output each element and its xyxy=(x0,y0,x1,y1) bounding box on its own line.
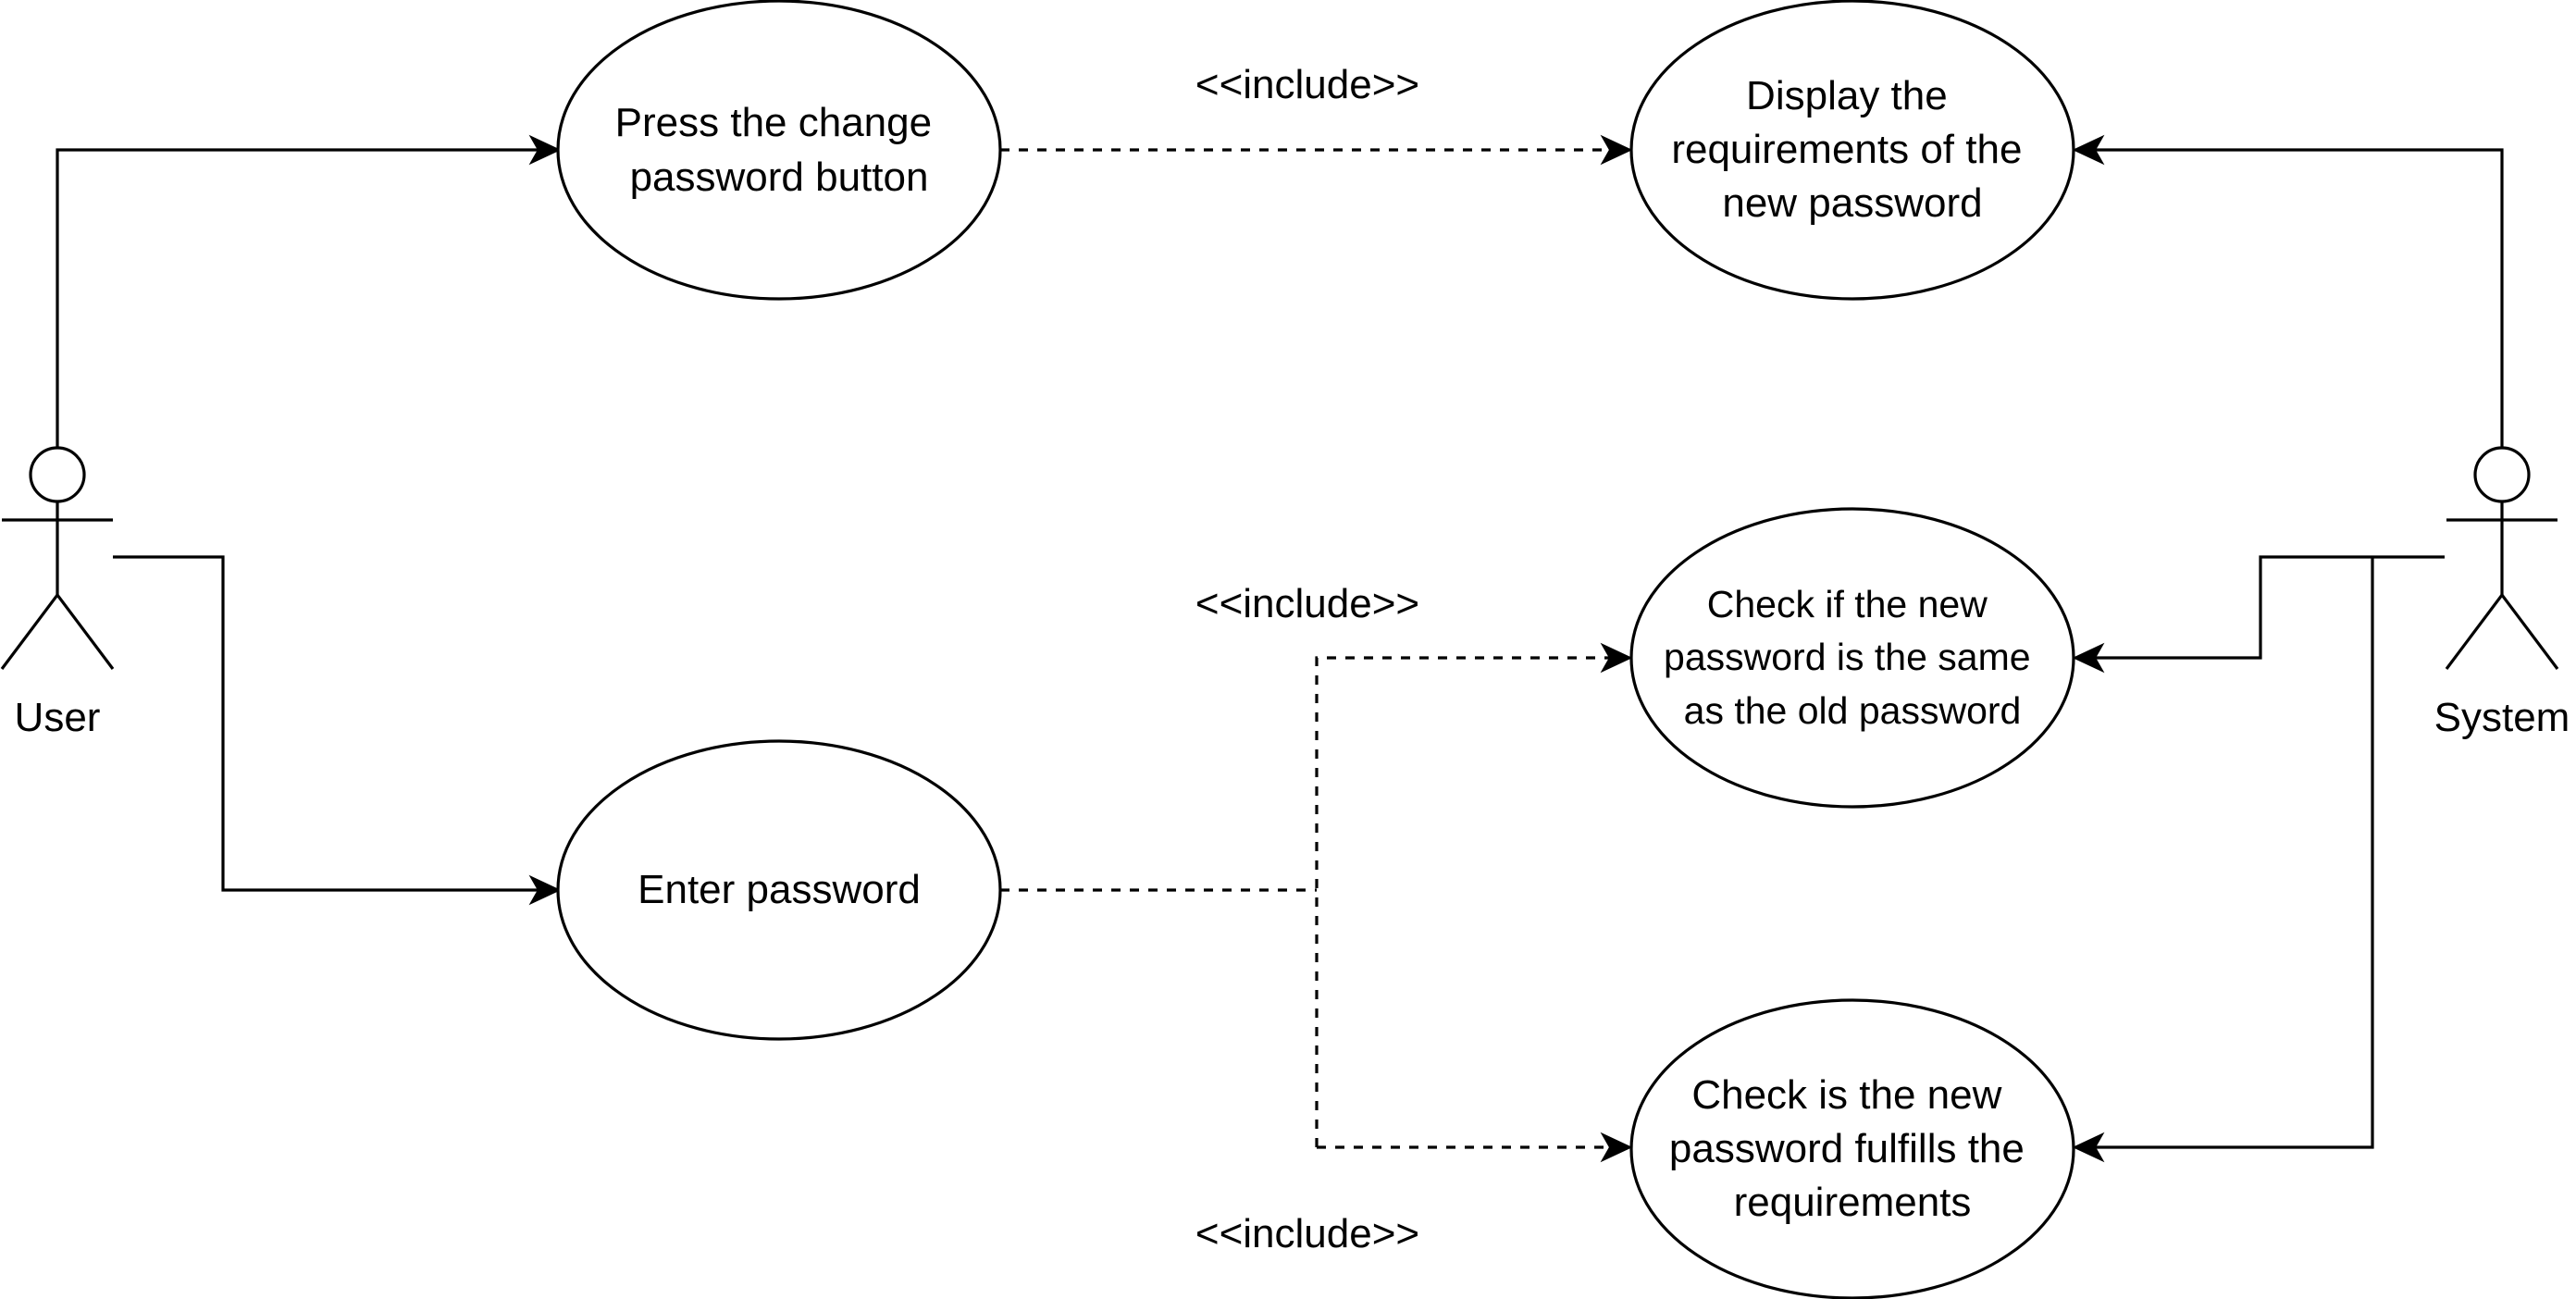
actor-user-head xyxy=(29,446,86,503)
arrowhead-system-check-old xyxy=(2072,642,2105,674)
include-label-middle: <<include>> xyxy=(1195,581,1419,626)
usecase-check-fulfills-requirements-text: Check is the new password fulfills the r… xyxy=(1669,1072,2036,1225)
association-system-display-requirements xyxy=(2095,148,2504,447)
actor-user: User xyxy=(0,446,115,740)
usecase-press-change-password-line-1: Press the change xyxy=(615,100,932,145)
arrowhead-press-change-password xyxy=(528,134,562,166)
usecase-enter-password-text: Enter password xyxy=(638,867,921,912)
usecase-display-requirements-line-1: Display the xyxy=(1746,73,1948,118)
usecase-display-requirements-line-2: requirements of the xyxy=(1671,127,2022,172)
actor-system-legs xyxy=(2445,592,2559,670)
usecase-display-requirements[interactable]: Display the requirements of the new pass… xyxy=(1629,0,2075,301)
usecase-enter-password[interactable]: Enter password xyxy=(556,739,1002,1041)
usecase-press-change-password-line-2: password button xyxy=(630,155,929,200)
association-user-enter-password xyxy=(113,555,539,892)
arrowhead-enter-password xyxy=(528,874,562,906)
association-system-check-old xyxy=(2095,555,2445,660)
arrowhead-check-old-include xyxy=(1600,642,1633,674)
usecase-check-fulfills-requirements-line-1: Check is the new xyxy=(1691,1072,2001,1118)
usecase-check-same-as-old-shape xyxy=(1629,507,2075,809)
usecase-press-change-password-text: Press the change password button xyxy=(615,100,944,200)
arrowhead-check-requirements-include xyxy=(1600,1132,1633,1163)
usecase-enter-password-shape xyxy=(556,739,1002,1041)
usecase-press-change-password-shape xyxy=(556,0,1002,301)
usecase-check-same-as-old-line-3: as the old password xyxy=(1684,689,2022,732)
include-label-top: <<include>> xyxy=(1195,62,1419,107)
include-enter-to-check-old xyxy=(1315,656,1610,1147)
arrowhead-system-display-requirements xyxy=(2072,134,2105,166)
include-label-bottom: <<include>> xyxy=(1195,1211,1419,1256)
usecase-press-change-password[interactable]: Press the change password button xyxy=(556,0,1002,301)
actor-user-legs xyxy=(0,592,115,670)
usecase-check-same-as-old-line-2: password is the same xyxy=(1664,636,2031,678)
actor-system-label: System xyxy=(2434,695,2570,740)
usecase-check-fulfills-requirements-shape xyxy=(1629,998,2075,1299)
usecase-check-same-as-old-line-1: Check if the new xyxy=(1707,583,1988,625)
actor-system: System xyxy=(2434,446,2570,740)
usecase-display-requirements-text: Display the requirements of the new pass… xyxy=(1671,73,2033,226)
usecase-check-fulfills-requirements[interactable]: Check is the new password fulfills the r… xyxy=(1629,998,2075,1299)
usecase-check-same-as-old[interactable]: Check if the new password is the same as… xyxy=(1629,507,2075,809)
arrowhead-system-check-requirements xyxy=(2072,1132,2105,1163)
association-system-check-requirements xyxy=(2095,557,2374,1149)
actor-system-head xyxy=(2473,446,2531,503)
actor-user-label: User xyxy=(15,695,101,740)
usecase-display-requirements-shape xyxy=(1629,0,2075,301)
association-user-press-change-password xyxy=(56,148,539,447)
arrowhead-display-requirements-include xyxy=(1600,134,1633,166)
usecase-check-fulfills-requirements-line-3: requirements xyxy=(1734,1180,1972,1225)
usecase-display-requirements-line-3: new password xyxy=(1722,180,1982,226)
usecase-check-fulfills-requirements-line-2: password fulfills the xyxy=(1669,1126,2025,1171)
usecase-check-same-as-old-text: Check if the new password is the same as… xyxy=(1664,583,2041,732)
